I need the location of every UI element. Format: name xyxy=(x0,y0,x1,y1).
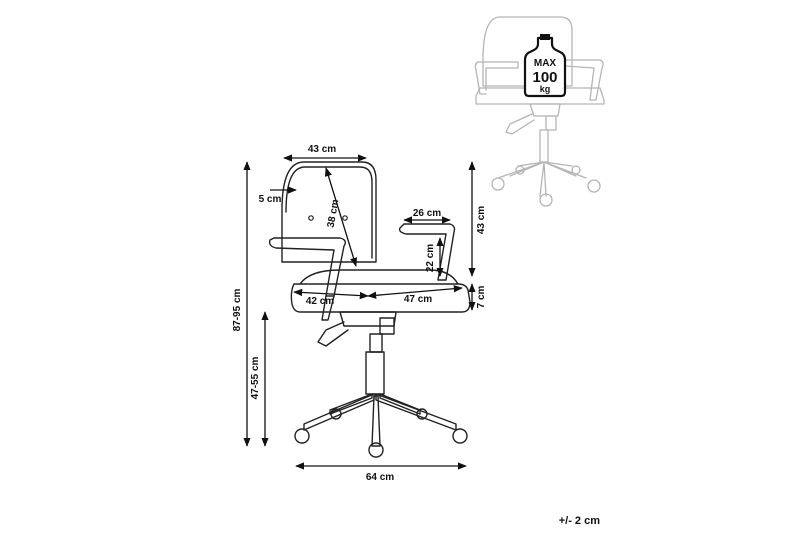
label-backrest-offset: 5 cm xyxy=(259,194,282,205)
label-backrest-width: 43 cm xyxy=(308,144,336,155)
label-seat-height: 47-55 cm xyxy=(250,356,261,399)
max-load-weight-icon: MAX 100 kg xyxy=(523,34,567,98)
main-chair-drawing xyxy=(268,161,471,458)
label-total-height: 87-95 cm xyxy=(232,288,243,331)
max-load-value: 100 xyxy=(532,69,557,86)
label-seat-depth: 47 cm xyxy=(404,294,432,305)
label-backrest-height: 38 cm xyxy=(326,199,342,229)
label-base-width: 64 cm xyxy=(366,472,394,483)
thumbnail-chair xyxy=(474,16,605,207)
label-backrest-total-height: 43 cm xyxy=(476,206,487,234)
tolerance-note: +/- 2 cm xyxy=(559,515,600,527)
dimension-lines xyxy=(243,154,476,470)
max-load-unit: kg xyxy=(540,84,551,94)
label-seat-thickness: 7 cm xyxy=(476,285,487,308)
label-armrest-height: 22 cm xyxy=(425,244,436,272)
max-load-label: MAX xyxy=(534,58,557,69)
label-seat-width: 42 cm xyxy=(306,296,334,307)
label-armrest-length: 26 cm xyxy=(413,208,441,219)
